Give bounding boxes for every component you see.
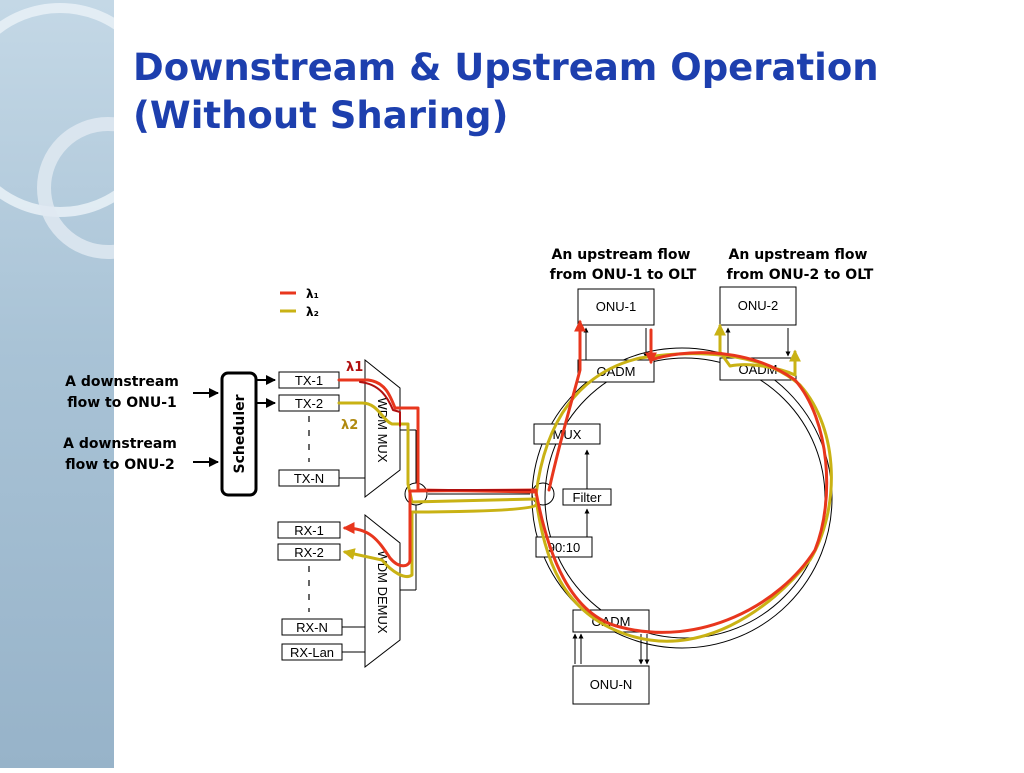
downstream-input-1: A downstream flow to ONU-1 bbox=[65, 374, 219, 411]
downstream-flow1-line1: A downstream bbox=[65, 374, 179, 390]
wdm-mux-label: WDM MUX bbox=[375, 398, 390, 463]
onu-2-box bbox=[719, 286, 797, 326]
rx-lan-label: RX-Lan bbox=[290, 645, 334, 660]
upstream1-line1: An upstream flow bbox=[552, 247, 691, 263]
tx-2-label: TX-2 bbox=[295, 396, 323, 411]
ring-mux-label: MUX bbox=[553, 427, 582, 442]
rx-n-label: RX-N bbox=[296, 620, 328, 635]
wdm-demux: WDM DEMUX bbox=[364, 513, 401, 669]
onu-n-box bbox=[572, 665, 650, 705]
ring-filter-label: Filter bbox=[573, 490, 603, 505]
tx-1-label: TX-1 bbox=[295, 373, 323, 388]
legend-lambda1-label: λ₁ bbox=[306, 287, 319, 301]
lambda1-upstream-return bbox=[342, 488, 538, 568]
signal-paths bbox=[337, 319, 833, 643]
scheduler-box bbox=[220, 371, 258, 497]
title-line-2: (Without Sharing) bbox=[133, 94, 509, 137]
ring-filter: Filter bbox=[562, 488, 612, 506]
tx-n-label: TX-N bbox=[294, 471, 324, 486]
scheduler-block: Scheduler bbox=[220, 371, 276, 497]
downstream-flow1-line2: flow to ONU-1 bbox=[67, 395, 177, 411]
onu-2-label: ONU-2 bbox=[738, 298, 778, 313]
downstream-input-2: A downstream flow to ONU-2 bbox=[63, 436, 219, 473]
lambda2-marker: λ2 bbox=[341, 418, 358, 433]
upstream2-line1: An upstream flow bbox=[729, 247, 868, 263]
wdm-demux-shape bbox=[364, 513, 401, 669]
rx-2-label: RX-2 bbox=[294, 545, 324, 560]
wdm-demux-label: WDM DEMUX bbox=[375, 550, 390, 633]
legend: λ₁ λ₂ bbox=[280, 287, 319, 319]
rx-2-box bbox=[277, 543, 341, 561]
onu-1-label: ONU-1 bbox=[596, 299, 636, 314]
lambda1-marker: λ1 bbox=[346, 360, 363, 375]
lambda2-upstream-return bbox=[342, 503, 538, 578]
onu-n-label: ONU-N bbox=[590, 677, 633, 692]
receiver-group: RX-1 RX-2 RX-N RX-Lan bbox=[277, 521, 365, 661]
rx-1-label: RX-1 bbox=[294, 523, 324, 538]
wdm-mux-shape bbox=[364, 358, 401, 499]
lambda1-onu1-up bbox=[547, 319, 586, 492]
slide-title: Downstream & Upstream Operation (Without… bbox=[133, 44, 879, 140]
rx-1-box bbox=[277, 521, 341, 539]
lambda1-mux-segment bbox=[359, 381, 401, 427]
wdm-mux: WDM MUX bbox=[364, 358, 401, 499]
upstream1-line2: from ONU-1 to OLT bbox=[550, 267, 697, 283]
title-line-1: Downstream & Upstream Operation bbox=[133, 46, 879, 89]
ring-mux: MUX bbox=[533, 423, 601, 445]
ring-filter-box bbox=[562, 488, 612, 506]
lambda2-onu2-drop bbox=[718, 324, 801, 377]
legend-lambda2-label: λ₂ bbox=[306, 305, 319, 319]
ring-splitter-label: 90:10 bbox=[548, 540, 581, 555]
scheduler-label: Scheduler bbox=[232, 394, 248, 473]
onu-1-node: ONU-1 OADM bbox=[577, 288, 655, 383]
upstream2-line2: from ONU-2 to OLT bbox=[727, 267, 874, 283]
transmitter-group: TX-1 TX-2 TX-N bbox=[278, 371, 365, 487]
downstream-flow2-line2: flow to ONU-2 bbox=[65, 457, 175, 473]
onu-1-box bbox=[577, 288, 655, 326]
oadm-n-label: OADM bbox=[592, 614, 631, 629]
oadm-1-label: OADM bbox=[597, 364, 636, 379]
downstream-flow2-line1: A downstream bbox=[63, 436, 177, 452]
